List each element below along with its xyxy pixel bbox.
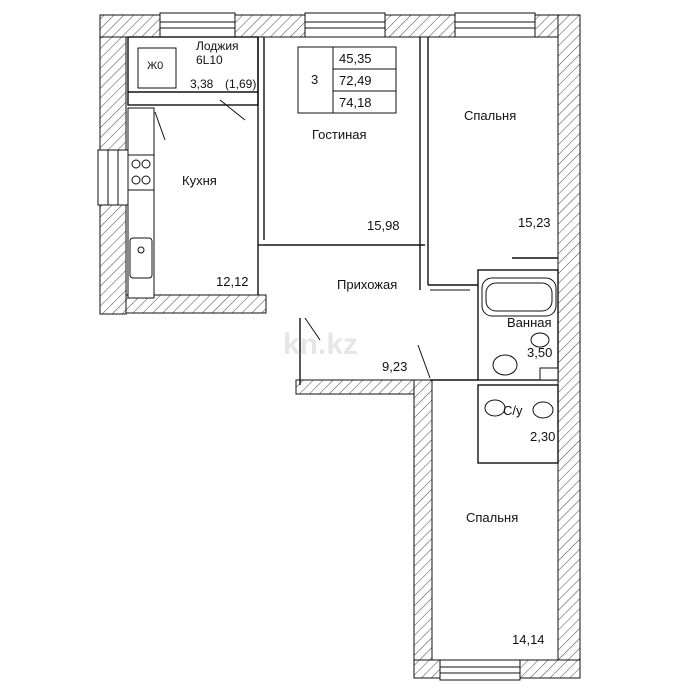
doors: [154, 99, 470, 379]
kitchen-label: Кухня: [182, 173, 217, 188]
living-area: 15,98: [367, 218, 400, 233]
wc-label: С/у: [503, 403, 523, 418]
wc-toilet: [532, 401, 554, 419]
kitchen-fixtures: [127, 107, 155, 299]
rooms-count: 3: [311, 72, 319, 87]
loggia-area-alt: (1,69): [225, 77, 257, 91]
summary-table: [297, 46, 397, 114]
bedroom2-area: 14,14: [512, 632, 545, 647]
hall-area: 9,23: [382, 359, 408, 374]
bath-basin: [492, 354, 518, 376]
bedroom1-area: 15,23: [518, 215, 551, 230]
watermark: kn.kz: [283, 328, 359, 361]
stove: [127, 154, 155, 191]
wc-area: 2,30: [530, 429, 556, 444]
loggia-label: Лоджия: [196, 39, 239, 53]
total-area-value: 72,49: [339, 73, 372, 88]
interior-walls: [127, 36, 559, 464]
hall-label: Прихожая: [337, 277, 398, 292]
bath-toilet: [530, 332, 550, 348]
loggia-area: 3,38: [190, 77, 214, 91]
windows: [97, 12, 536, 681]
living-area-value: 45,35: [339, 51, 372, 66]
bath-fixtures: [481, 277, 559, 419]
wc-basin: [484, 399, 506, 417]
sink: [129, 237, 153, 279]
living-label: Гостиная: [312, 127, 367, 142]
washer-label: Ж0: [147, 60, 164, 72]
bath-area: 3,50: [527, 345, 553, 360]
total-with-loggia-value: 74,18: [339, 95, 372, 110]
washer-box: [137, 47, 177, 89]
kitchen-area: 12,12: [216, 274, 249, 289]
bedroom1-label: Спальня: [464, 108, 517, 123]
loggia-mirrored-label: 6L10: [196, 53, 223, 67]
bedroom2-label: Спальня: [466, 510, 519, 525]
bath-label: Ванная: [507, 315, 552, 330]
